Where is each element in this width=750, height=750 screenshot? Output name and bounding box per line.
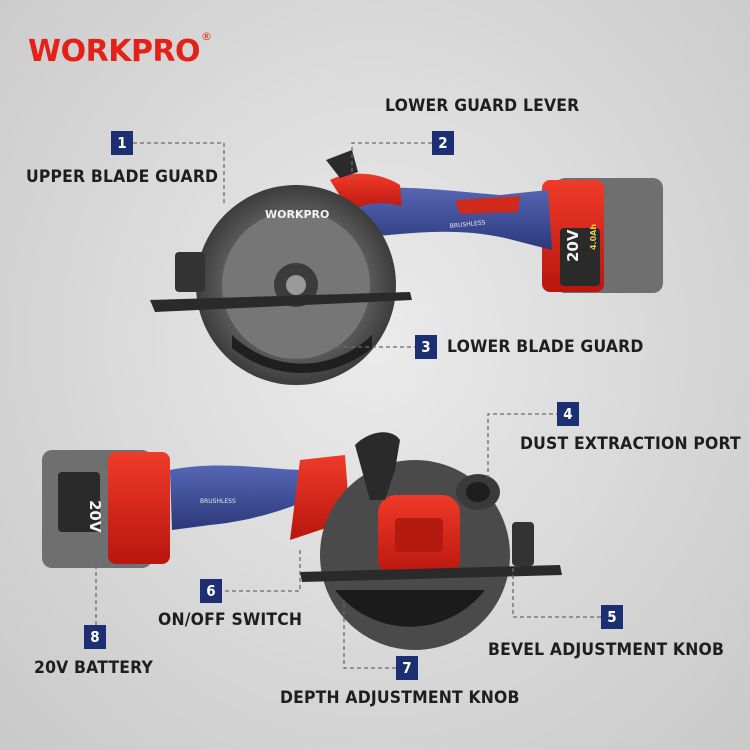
callout-label-lower-blade-guard: LOWER BLADE GUARD bbox=[447, 337, 644, 357]
blade-label-top: WORKPRO bbox=[265, 208, 329, 221]
battery-capacity-text: 4.0Ah bbox=[589, 224, 598, 250]
brand-name: WORKPRO bbox=[28, 34, 201, 69]
callout-badge-3: 3 bbox=[415, 335, 437, 359]
motor-label-bottom: BRUSHLESS bbox=[200, 498, 236, 505]
callout-label-lower-guard-lever: LOWER GUARD LEVER bbox=[385, 96, 580, 116]
workpro-logo: WORKPRO® bbox=[28, 30, 212, 69]
callout-label-bevel-adjustment-knob: BEVEL ADJUSTMENT KNOB bbox=[488, 640, 725, 660]
battery-voltage-text: 20V bbox=[564, 229, 582, 262]
callout-badge-1: 1 bbox=[111, 131, 133, 155]
registered-mark: ® bbox=[201, 30, 212, 43]
bevel-knob-shape bbox=[512, 522, 534, 566]
battery-voltage-text-2: 20V bbox=[86, 500, 104, 533]
battery-top: 20V 4.0Ah bbox=[542, 178, 663, 293]
callout-label-depth-adjustment-knob: DEPTH ADJUSTMENT KNOB bbox=[280, 688, 520, 708]
leader-lines bbox=[95, 142, 601, 669]
lower-guard-lever bbox=[326, 150, 358, 178]
callout-label-dust-extraction-port: DUST EXTRACTION PORT bbox=[520, 434, 741, 454]
leader-4 bbox=[487, 413, 560, 478]
callout-badge-2: 2 bbox=[432, 131, 454, 155]
leader-5 bbox=[512, 565, 601, 618]
callout-badge-5: 5 bbox=[601, 605, 623, 629]
top-saw: 20V 4.0Ah BRUSHLESS WORKPRO bbox=[150, 150, 663, 385]
lower-blade-guard-bottom bbox=[335, 590, 485, 627]
motor-label-top: BRUSHLESS bbox=[449, 219, 485, 230]
leader-7 bbox=[343, 600, 396, 669]
leader-1 bbox=[133, 142, 225, 205]
callout-label-upper-blade-guard: UPPER BLADE GUARD bbox=[26, 167, 219, 187]
bottom-saw: 20V BRUSHLESS bbox=[42, 432, 562, 650]
battery-bottom: 20V bbox=[42, 450, 170, 568]
callout-badge-7: 7 bbox=[396, 656, 418, 680]
callout-badge-8: 8 bbox=[84, 625, 106, 649]
leader-6 bbox=[225, 548, 301, 592]
handle-bottom bbox=[170, 465, 330, 530]
callout-label-20v-battery: 20V BATTERY bbox=[34, 658, 154, 678]
callout-badge-4: 4 bbox=[557, 402, 579, 426]
callout-label-on-off-switch: ON/OFF SWITCH bbox=[158, 610, 303, 630]
callout-badge-6: 6 bbox=[200, 579, 222, 603]
leader-2 bbox=[351, 142, 432, 180]
lower-blade-guard-shape bbox=[232, 335, 372, 374]
